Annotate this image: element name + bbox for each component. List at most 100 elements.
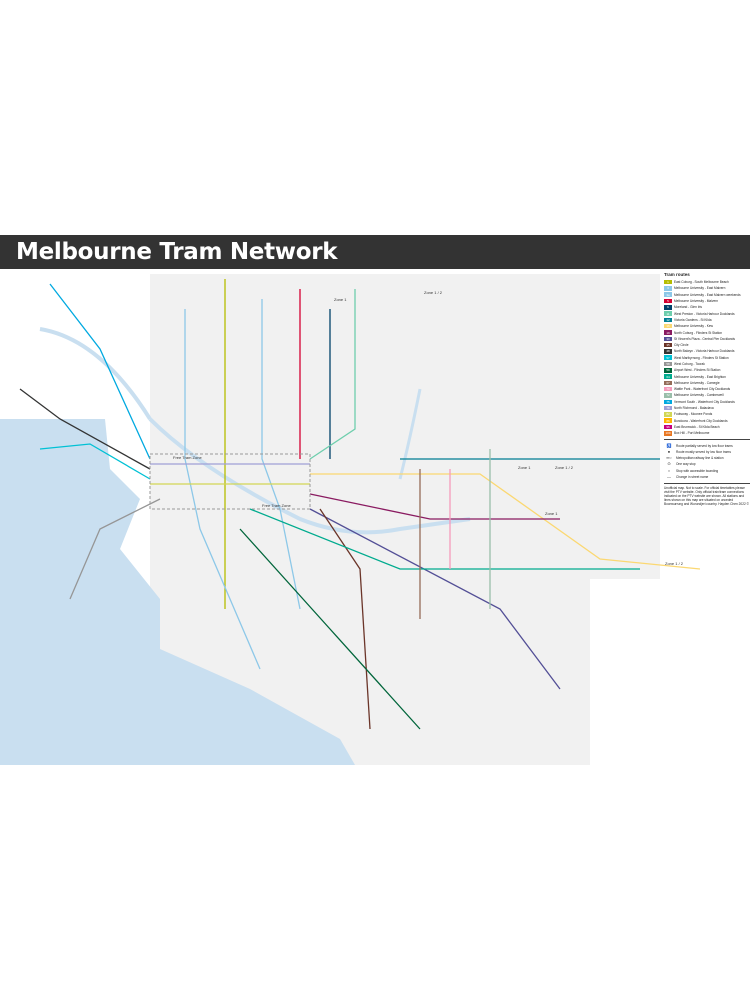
route-badge: 35 [664,342,672,348]
route-badge: 3 [664,286,672,291]
zone-label: Zone 1 [518,465,531,470]
symbol-list: ♿ Route partially served by low floor tra… [664,439,750,480]
route-badge: 78 [664,405,672,411]
route-badge: 1 [664,279,672,285]
accessible-stop-icon: ○ [667,467,671,473]
route-name: Vermont South - Waterfront City Dockland… [674,399,735,404]
legend-symbol: ⊙One way stop [664,461,750,467]
route-badge: 109 [664,431,672,436]
route-name: East Brunswick - St Kilda Beach [674,424,720,429]
legend-symbol: ♿ Route partially served by low floor tra… [664,442,750,448]
route-name: Airport West - Flinders St Station [674,368,721,373]
route-badge: 48 [664,349,672,354]
route-name: North Richmond - Balaclava [674,406,714,411]
zone-label: Zone 1 [334,297,347,302]
title-bar: Melbourne Tram Network [0,235,750,269]
tram-map: Zone 1 / 2 Zone 1 Free Tram Zone Free Tr… [0,269,750,765]
route-name: North Coburg - Flinders St Station [674,330,723,335]
zone-label: Zone 1 [545,511,558,516]
route-name: Melbourne University - Malvern [674,299,719,304]
symbol-label: Stop with accessible boarding [676,468,719,473]
route-badge: 70 [664,386,672,392]
tram-route-line [239,528,421,730]
zone-background [150,274,660,765]
route-name: West Maribyrnong - Flinders St Station [674,355,729,360]
tram-route-line [309,289,356,460]
symbol-label: Change in street name [676,475,709,480]
route-name: City Circle [674,343,689,348]
zone-label: Zone 1 / 2 [424,290,443,295]
tram-route-line [310,473,701,570]
route-badge: 11 [664,311,672,316]
route-badge: 82 [664,412,672,417]
route-badge: 59 [664,368,672,373]
tram-route-line [309,493,560,520]
free-tram-zone-label: Free Tram Zone [173,455,202,460]
route-name: East Coburg - South Melbourne Beach [674,280,729,285]
legend-symbol: ═○ Metropolitan railway line & station [664,455,750,461]
tram-route-line [184,309,261,670]
zone-label: Zone 1 / 2 [665,561,684,566]
symbol-label: Metropolitan railway line & station [676,456,724,461]
route-name: Wattle Park - Waterfront City Docklands [674,387,731,392]
route-badge: 64 [664,374,672,379]
route-badge: 16 [664,323,672,329]
tram-route-line [49,283,151,460]
route-badge: 12 [664,317,672,323]
railway-station-icon: ═○ [666,455,672,461]
route-badge: 75 [664,399,672,405]
symbol-label: Route partially served by low floor tram… [676,443,733,448]
route-badge: 96 [664,424,672,430]
legend-symbol: — Change in street name [664,474,750,480]
partial-low-floor-icon: ♿ [666,442,672,448]
route-name: St Vincent's Plaza - Central Pier Dockla… [674,336,735,341]
route-badge: 67 [664,380,672,386]
free-tram-zone-boundary [149,453,311,510]
route-name: Box Hill - Port Melbourne [674,431,710,436]
tram-route-line [319,508,371,730]
route-name: Bundoora - Waterfront City Docklands [674,418,728,423]
route-name: North Balwyn - Victoria Harbour Dockland… [674,349,735,354]
symbol-label: One way stop [676,462,696,467]
route-badge: 5 [664,298,672,304]
route-name: Melbourne University - East Malvern [674,286,726,291]
symbol-label: Route mostly served by low floor trams [676,449,731,454]
route-name: West Coburg - Toorak [674,362,705,366]
route-name: West Preston - Victoria Harbour Dockland… [674,311,735,316]
tram-route-line [69,498,161,600]
route-badge: 58 [664,361,672,367]
tram-route-line [309,508,561,690]
route-badge: 6 [664,305,672,310]
yarra-river [39,327,471,535]
legend-heading: Tram routes [664,272,690,277]
map-title: Melbourne Tram Network [16,239,338,265]
street-name-change-icon: — [667,474,671,480]
route-name: Melbourne University - Kew [674,324,713,329]
tram-lines [19,279,701,730]
tram-route-line [39,443,151,480]
map-canvas [0,269,750,765]
route-badge: 30 [664,336,672,342]
